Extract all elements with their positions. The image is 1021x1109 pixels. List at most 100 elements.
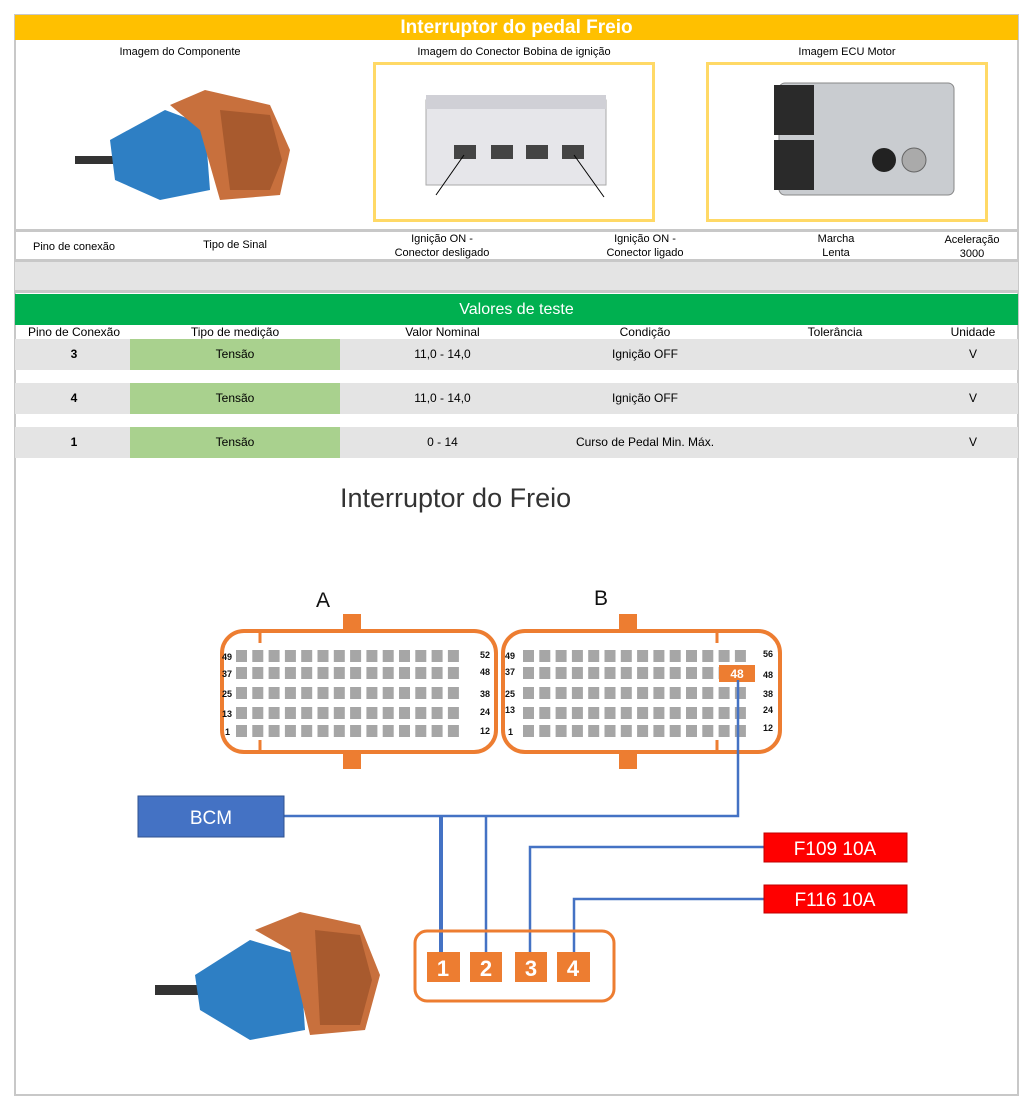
connector-pin <box>604 725 616 737</box>
cell-pin: 1 <box>70 435 78 449</box>
label: Conector desligado <box>394 247 490 259</box>
connector-pin <box>637 667 649 679</box>
pin-label: 1 <box>225 727 230 737</box>
connector-pin <box>718 687 730 699</box>
connector-pin <box>399 725 410 737</box>
connector-pin <box>431 725 443 737</box>
connector-pin <box>252 667 264 679</box>
diagram-title: Interruptor do Freio <box>340 483 571 513</box>
connector-pin <box>523 707 534 719</box>
connector-pin <box>236 687 247 699</box>
connector-pin <box>415 725 427 737</box>
connector-pin <box>301 650 313 662</box>
connector-pin <box>539 707 551 719</box>
connector-pin <box>333 725 345 737</box>
connector-pin <box>669 725 681 737</box>
connector-pin <box>399 650 410 662</box>
connector-pin <box>523 650 534 662</box>
connector-pin <box>399 667 410 679</box>
bcm-box <box>137 795 285 838</box>
pin-label: 24 <box>480 707 490 717</box>
connector-pin <box>686 687 697 699</box>
connector-pin <box>350 687 362 699</box>
connector-pin <box>604 707 616 719</box>
connector-pin <box>415 707 427 719</box>
cell-type: Tensão <box>130 339 340 370</box>
connector-pin <box>284 707 296 719</box>
cell-nominal: 0 - 14 <box>427 435 458 449</box>
th-nominal: Valor Nominal <box>405 325 480 339</box>
connector-pin <box>382 650 394 662</box>
connector-pin <box>252 725 264 737</box>
cell-unit: V <box>968 347 977 361</box>
connector-pin <box>604 667 616 679</box>
connector-pin <box>669 650 681 662</box>
connector-pin <box>539 667 551 679</box>
connector-pin <box>523 687 534 699</box>
connector-pin <box>588 687 600 699</box>
connector-pin <box>317 707 329 719</box>
cell-type: Tensão <box>130 427 340 458</box>
pin-label: 49 <box>222 652 232 662</box>
pin-label: 56 <box>763 649 773 659</box>
connector-pin <box>555 725 567 737</box>
signal-header-type: Tipo de Sinal <box>203 239 267 251</box>
connector-pin <box>382 707 394 719</box>
switch-connector <box>413 929 616 1003</box>
connector-pin <box>268 707 280 719</box>
connector-pin <box>350 707 362 719</box>
connector-pin <box>366 687 378 699</box>
connector-pin <box>734 725 746 737</box>
connector-b-label: B <box>594 587 608 610</box>
pin-label: 52 <box>480 650 490 660</box>
connector-pin <box>252 650 264 662</box>
connector-a-pins <box>236 650 459 737</box>
connector-pin <box>637 650 649 662</box>
brake-switch-image <box>155 912 380 1040</box>
connector-pin <box>653 667 665 679</box>
pin-48-highlight <box>719 665 755 682</box>
ecu-image-caption: Imagem ECU Motor <box>798 46 896 58</box>
connector-pin <box>588 650 600 662</box>
connector-pin <box>366 725 378 737</box>
connector-pin <box>588 667 600 679</box>
connector-pin <box>333 687 345 699</box>
connector-pin <box>252 707 264 719</box>
connector-pin <box>539 725 551 737</box>
connector-pin <box>571 667 583 679</box>
connector-pin <box>350 725 362 737</box>
connector-pin <box>447 667 459 679</box>
connector-pin <box>653 725 665 737</box>
cell-pin: 3 <box>70 347 78 361</box>
connector-pin <box>653 707 665 719</box>
switch-pin-2: 2 <box>480 956 492 981</box>
connector-pin <box>236 725 247 737</box>
connector-pin <box>382 687 394 699</box>
connector-pin <box>702 650 714 662</box>
th-unit: Unidade <box>950 325 996 339</box>
connector-pin <box>431 650 443 662</box>
connector-pin <box>653 650 665 662</box>
th-pin: Pino de Conexão <box>27 325 121 339</box>
fuse-f116 <box>763 884 908 914</box>
connector-pin <box>718 650 730 662</box>
connector-pin <box>734 707 746 719</box>
table-row: 4 Tensão 11,0 - 14,0 Ignição OFF V <box>15 383 1018 414</box>
signal-values-row <box>15 262 1018 290</box>
connector-pin <box>268 725 280 737</box>
connector-pin <box>399 687 410 699</box>
connector-pin <box>539 650 551 662</box>
label: Conector ligado <box>606 247 684 259</box>
component-image-caption: Imagem do Componente <box>119 46 241 58</box>
connector-pin <box>571 725 583 737</box>
pin-label: 38 <box>763 689 773 699</box>
label: Ignição ON - <box>411 233 473 245</box>
cell-type: Tensão <box>130 383 340 414</box>
connector-pin <box>734 687 746 699</box>
cell-nominal: 11,0 - 14,0 <box>414 391 471 405</box>
connector-pin <box>555 687 567 699</box>
connector-pin <box>588 725 600 737</box>
connector-pin <box>301 707 313 719</box>
connector-pin <box>604 687 616 699</box>
